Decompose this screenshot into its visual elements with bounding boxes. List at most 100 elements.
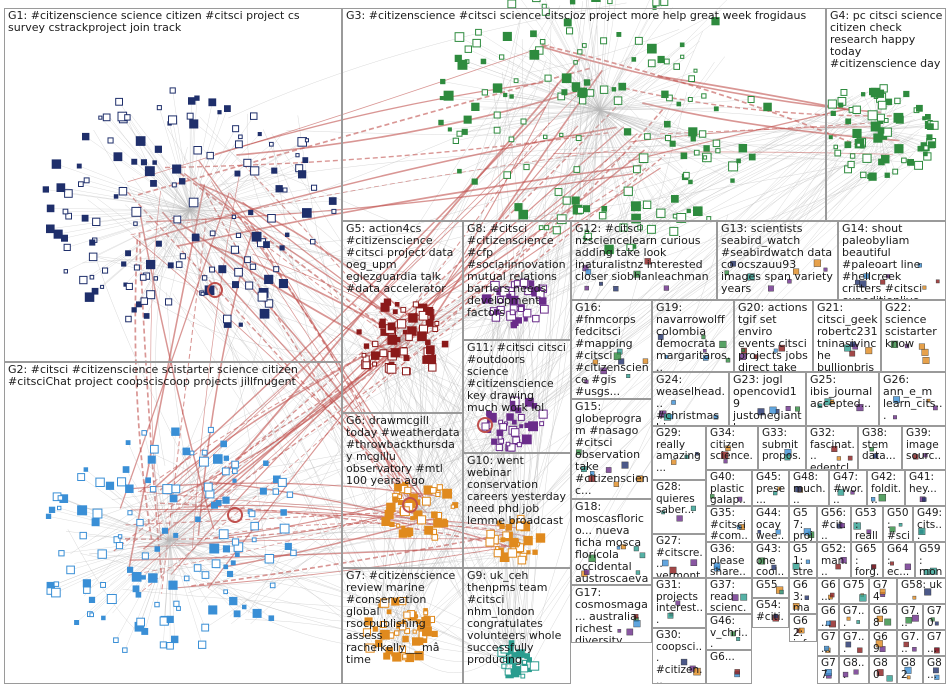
- group-g10[interactable]: G10: went webinar conservation careers y…: [463, 453, 571, 568]
- group-g50[interactable]: G50: #sci...: [883, 506, 913, 542]
- group-g12[interactable]: G12: #citsci nzsciencelearn curious addi…: [571, 221, 717, 300]
- group-g68[interactable]: G68: [869, 604, 897, 630]
- group-g44[interactable]: G44: ocay wee...: [752, 506, 789, 542]
- node: [904, 666, 912, 674]
- group-g67[interactable]: G6... du: [817, 604, 839, 630]
- group-g1[interactable]: G1: #citizenscience science citizen #cit…: [4, 8, 342, 362]
- group-g72[interactable]: G7...: [839, 604, 869, 630]
- group-g18[interactable]: G18: moscasflorico... nueva ficha mosca …: [571, 499, 652, 585]
- group-g83[interactable]: G8...: [923, 656, 946, 684]
- group-g9[interactable]: G9: uk_ceh thenpms team #citsci nhm_lond…: [463, 568, 571, 684]
- group-g41[interactable]: G41: hey...: [905, 470, 946, 506]
- group-g59[interactable]: G59: mon...: [915, 542, 946, 578]
- group-g35[interactable]: G35: #citsci #com...: [706, 506, 752, 542]
- group-g34[interactable]: G34: citizen science...: [706, 426, 758, 470]
- group-g69[interactable]: G69: [869, 630, 897, 656]
- node: [771, 564, 777, 570]
- group-g25[interactable]: G25: ibis_journal accepted...: [806, 372, 879, 426]
- node: [356, 329, 362, 335]
- group-g36[interactable]: G36: please share...: [706, 542, 752, 578]
- group-g21[interactable]: G21: citsci_geek robertc231 tninasivinch…: [813, 300, 881, 372]
- group-g42[interactable]: G42: foldit...: [867, 470, 905, 506]
- group-g79[interactable]: G7...: [923, 630, 946, 656]
- group-g23[interactable]: G23: jogl opencovid19 justonegiantl...: [729, 372, 806, 426]
- group-g26[interactable]: G26: ann_e_m learn_cits...: [879, 372, 946, 426]
- group-g80[interactable]: G80: [869, 656, 897, 684]
- group-g39[interactable]: G39: image sourc...: [902, 426, 946, 470]
- group-g32[interactable]: G32: fascinat... edentcl...: [806, 426, 858, 470]
- group-g75[interactable]: G75: [839, 578, 869, 604]
- group-g56[interactable]: G56: #cit...: [817, 506, 851, 542]
- group-g7[interactable]: G7: #citizenscience review marine #conse…: [342, 568, 463, 684]
- group-g43[interactable]: G43: one cool...: [752, 542, 789, 578]
- group-g33[interactable]: G33: submit propos...: [758, 426, 806, 470]
- group-g82[interactable]: G82: [897, 656, 923, 684]
- group-g53[interactable]: G53: reall...: [851, 506, 883, 542]
- group-g52[interactable]: G52: man...: [817, 542, 851, 578]
- group-g11[interactable]: G11: #citsci citsci #outdoors science #c…: [463, 340, 571, 453]
- node: [505, 524, 513, 531]
- group-g77[interactable]: G77: [817, 656, 839, 684]
- group-g16[interactable]: G16: #fnmcorps fedcitsci #mapping #citsc…: [571, 300, 652, 399]
- group-g81[interactable]: G8...: [839, 656, 869, 684]
- group-g74[interactable]: G74: [869, 578, 897, 604]
- group-g15[interactable]: G15: globeprogram #nasago #citsci observ…: [571, 399, 652, 499]
- group-g51[interactable]: G51: strea...: [789, 542, 817, 578]
- group-g65[interactable]: G65: forg...: [851, 542, 883, 578]
- node: [150, 180, 157, 187]
- group-g28[interactable]: G28: quieres saber...: [652, 480, 706, 534]
- group-label: G15: globeprogram #nasago #citsci observ…: [575, 400, 649, 497]
- node: [657, 55, 665, 64]
- group-g2[interactable]: G2: #citsci #citizenscience scistarter s…: [4, 362, 342, 684]
- group-g19[interactable]: G19: navarrowolff colombia democrata mar…: [652, 300, 734, 372]
- group-g14[interactable]: G14: shout paleobyliam beautiful #paleoa…: [838, 221, 946, 300]
- group-g66[interactable]: G6...: [817, 578, 839, 604]
- group-g55[interactable]: G55: [752, 578, 789, 598]
- edge: [102, 539, 171, 555]
- edge: [167, 488, 171, 541]
- group-g4[interactable]: G4: pc citsci science citizen check rese…: [826, 8, 946, 221]
- group-g5[interactable]: G5: action4cs #citizenscience #citsci pr…: [342, 221, 463, 413]
- group-g63[interactable]: G63: mag...: [789, 578, 817, 614]
- group-g37[interactable]: G37: read scienc...: [706, 578, 752, 614]
- edge: [189, 187, 315, 211]
- group-g3[interactable]: G3: #citizenscience #citsci science cits…: [342, 8, 826, 221]
- node: [693, 149, 700, 156]
- group-g24[interactable]: G24: weaselhead... #christmasbi...: [652, 372, 729, 426]
- group-g64[interactable]: G64: ec...: [883, 542, 915, 578]
- group-g70[interactable]: G70: [923, 604, 946, 630]
- group-g27[interactable]: G27: #citscre... vermont: [652, 534, 706, 578]
- group-g49[interactable]: G49: cits...: [913, 506, 946, 542]
- group-g57[interactable]: G57: proj...: [789, 506, 817, 542]
- node: [232, 281, 239, 289]
- node: [613, 481, 620, 487]
- group-g78[interactable]: G7...: [897, 630, 923, 656]
- group-g54[interactable]: G54: #citi...: [752, 598, 789, 628]
- group-g29[interactable]: G29: really amazing...: [652, 426, 706, 480]
- node: [486, 410, 492, 417]
- group-g62[interactable]: G62: info: [789, 614, 817, 642]
- group-g47[interactable]: G47: #wor...: [829, 470, 867, 506]
- group-g71[interactable]: G7...: [817, 630, 839, 656]
- edge-red: [159, 329, 416, 491]
- group-g20[interactable]: G20: actions tgif set enviro events cits…: [734, 300, 813, 372]
- group-g58[interactable]: G58: uk: [897, 578, 946, 604]
- group-label: G22: science scistarter know: [885, 301, 941, 350]
- group-g46[interactable]: G46: v_chri...: [706, 614, 752, 650]
- group-g22[interactable]: G22: science scistarter know: [881, 300, 946, 372]
- group-g45[interactable]: G45: prese...: [752, 470, 789, 506]
- group-g17[interactable]: G17: cosmosmaga... australia richest div…: [571, 585, 652, 643]
- group-g84[interactable]: G6...: [706, 650, 752, 684]
- group-g30[interactable]: G30: coopsci... #citizen...: [652, 628, 706, 684]
- group-g31[interactable]: G31: projects interest...: [652, 578, 706, 628]
- node: [532, 549, 538, 555]
- group-g73[interactable]: G7...: [897, 604, 923, 630]
- group-g6[interactable]: G6: drawmcgill today #weatherdata #throw…: [342, 413, 463, 568]
- group-g40[interactable]: G40: plastic galap...: [706, 470, 752, 506]
- group-g8[interactable]: G8: #citsci #citizenscience #cfp #social…: [463, 221, 571, 340]
- group-g38[interactable]: G38: stem data...: [858, 426, 902, 470]
- group-g13[interactable]: G13: scientists seabird_watch #seabirdwa…: [717, 221, 838, 300]
- edge: [150, 209, 191, 265]
- group-g48[interactable]: G48: much...: [789, 470, 829, 506]
- group-g76[interactable]: G7...: [839, 630, 869, 656]
